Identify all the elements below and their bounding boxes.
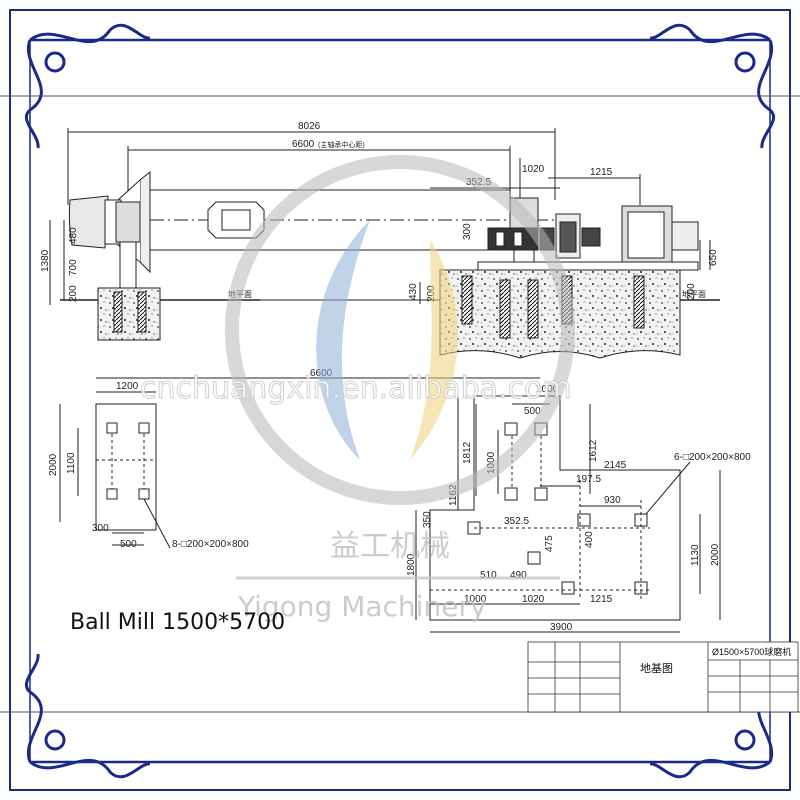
plan-dim-197-5: 197.5 bbox=[576, 474, 601, 485]
dim-700: 700 bbox=[68, 259, 79, 276]
plan-dim-3900: 3900 bbox=[550, 622, 573, 633]
foundation-plan-dimensions: 6600 1200 1000 2000 1100 300 500 8-□200×… bbox=[48, 368, 751, 633]
dim-650: 650 bbox=[708, 249, 719, 266]
side-elevation bbox=[49, 128, 720, 359]
bolt-note-left: 8-□200×200×800 bbox=[172, 539, 249, 550]
corner-ornament-top-left bbox=[24, 23, 151, 149]
corner-ornament-top-right bbox=[649, 23, 776, 149]
dim-center-note: (主轴承中心距) bbox=[318, 140, 365, 149]
dim-1380: 1380 bbox=[40, 249, 51, 272]
plan-dim-1800: 1800 bbox=[406, 553, 417, 576]
plan-dim-2000-right: 2000 bbox=[710, 543, 721, 566]
dim-center-distance: 6600 bbox=[292, 139, 315, 150]
dim-480: 480 bbox=[68, 227, 79, 244]
plan-dim-1100: 1100 bbox=[66, 452, 77, 474]
plan-dim-500-right: 500 bbox=[524, 406, 541, 417]
watermark-brand-cn: 益工机械 bbox=[330, 529, 450, 564]
title-block-model: Ø1500×5700球磨机 bbox=[712, 646, 791, 657]
plan-dim-1000-top: 1000 bbox=[536, 384, 559, 395]
plan-dim-1812: 1812 bbox=[462, 441, 473, 464]
plan-dim-350: 350 bbox=[422, 511, 433, 528]
plan-dim-500-left: 500 bbox=[120, 539, 137, 550]
plan-dim-1215: 1215 bbox=[590, 594, 613, 605]
plan-dim-352-5: 352.5 bbox=[504, 516, 529, 527]
plan-dim-1020: 1020 bbox=[522, 594, 545, 605]
plan-dim-1612: 1612 bbox=[588, 439, 599, 462]
dim-200-left: 200 bbox=[68, 285, 79, 302]
plan-dim-510: 510 bbox=[480, 570, 497, 581]
bolt-note-right: 6-□200×200×800 bbox=[674, 452, 751, 463]
plan-dim-490: 490 bbox=[510, 570, 527, 581]
plan-dim-1000-bottom: 1000 bbox=[464, 594, 487, 605]
dim-430: 430 bbox=[408, 283, 419, 300]
plan-dim-1130: 1130 bbox=[690, 544, 701, 566]
plan-dim-400: 400 bbox=[584, 531, 595, 548]
corner-ornament-bottom-left bbox=[24, 653, 151, 779]
plan-dim-2145: 2145 bbox=[604, 460, 627, 471]
dim-1020-top: 1020 bbox=[522, 164, 545, 175]
watermark-url: cnchuangxin.en.alibaba.com bbox=[140, 371, 572, 406]
watermark-brand-en: Yigong Machinery bbox=[237, 590, 487, 623]
plan-dim-475: 475 bbox=[544, 535, 555, 552]
plan-dim-1200: 1200 bbox=[116, 381, 139, 392]
dim-200-right: 200 bbox=[686, 283, 697, 300]
ground-label-right: 地平面 bbox=[682, 289, 706, 299]
side-view-dimensions: 8026 6600 (主轴承中心距) 352.5 1020 1215 1380 … bbox=[40, 121, 719, 302]
foundation-plan bbox=[59, 377, 721, 633]
dim-1215-top: 1215 bbox=[590, 167, 613, 178]
dim-overall: 8026 bbox=[298, 121, 321, 132]
plan-dim-300: 300 bbox=[92, 523, 109, 534]
title-block bbox=[527, 641, 799, 713]
plan-dim-2000-left: 2000 bbox=[48, 453, 59, 476]
plan-dim-930: 930 bbox=[604, 495, 621, 506]
watermark-logo bbox=[225, 155, 575, 505]
dim-300-right: 300 bbox=[462, 223, 473, 240]
title-block-drawing-name: 地基图 bbox=[640, 662, 673, 675]
caption: Ball Mill 1500*5700 bbox=[70, 610, 286, 635]
